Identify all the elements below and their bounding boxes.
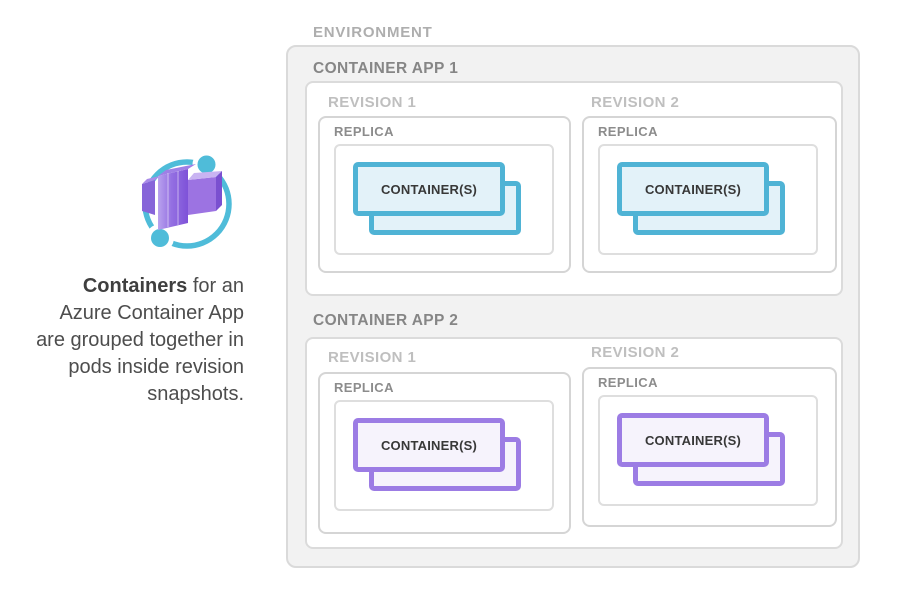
app2-revision-2-containers-label: CONTAINER(S)	[644, 432, 742, 448]
app2-revision-2-label: REVISION 2	[591, 344, 680, 361]
caption-line-2: Azure Container App	[59, 302, 244, 324]
app1-revision-2-container-card: CONTAINER(S)	[617, 162, 769, 216]
container-app-1-label: CONTAINER APP 1	[313, 60, 459, 77]
caption-text: Containers for an Azure Container App ar…	[8, 273, 244, 408]
app2-revision-1-replica-label: REPLICA	[334, 380, 394, 395]
caption-bold-word: Containers	[82, 275, 188, 297]
app1-revision-1-label: REVISION 1	[328, 94, 417, 111]
app2-revision-2-box: REPLICA CONTAINER(S)	[582, 367, 837, 527]
app2-revision-1-containers-label: CONTAINER(S)	[380, 437, 478, 453]
app2-revision-2-replica-box: CONTAINER(S)	[598, 395, 818, 506]
app2-revision-1-label: REVISION 1	[328, 349, 417, 366]
app1-revision-1-replica-label: REPLICA	[334, 124, 394, 139]
app1-revision-2-replica-label: REPLICA	[598, 124, 658, 139]
app2-revision-1-replica-box: CONTAINER(S)	[334, 400, 554, 511]
app1-revision-2-box: REPLICA CONTAINER(S)	[582, 116, 837, 273]
app1-revision-2-replica-box: CONTAINER(S)	[598, 144, 818, 255]
container-app-2-box: REVISION 1 REPLICA CONTAINER(S) REVISION…	[305, 337, 843, 549]
app2-revision-1-box: REPLICA CONTAINER(S)	[318, 372, 571, 534]
container-app-2-label: CONTAINER APP 2	[313, 312, 459, 329]
app1-revision-1-containers-label: CONTAINER(S)	[380, 181, 478, 197]
app2-revision-2-replica-label: REPLICA	[598, 375, 658, 390]
caption-line-4: pods inside revision	[68, 356, 244, 378]
caption-line-5: snapshots.	[147, 383, 244, 405]
caption-line-1-rest: for an	[187, 275, 244, 297]
environment-box: CONTAINER APP 1 REVISION 1 REPLICA CONTA…	[286, 45, 860, 568]
app1-revision-2-label: REVISION 2	[591, 94, 680, 111]
app2-revision-2-container-card: CONTAINER(S)	[617, 413, 769, 467]
app1-revision-1-container-card: CONTAINER(S)	[353, 162, 505, 216]
environment-label: ENVIRONMENT	[313, 24, 433, 41]
app1-revision-1-replica-box: CONTAINER(S)	[334, 144, 554, 255]
caption-line-1: Containers for an	[8, 273, 244, 300]
container-app-1-box: REVISION 1 REPLICA CONTAINER(S) REVISION…	[305, 81, 843, 296]
azure-container-apps-icon	[142, 151, 232, 252]
app1-revision-2-containers-label: CONTAINER(S)	[644, 181, 742, 197]
orbit-dot-top	[197, 155, 216, 174]
app1-revision-1-box: REPLICA CONTAINER(S)	[318, 116, 571, 273]
caption-line-3: are grouped together in	[36, 329, 244, 351]
app2-revision-1-container-card: CONTAINER(S)	[353, 418, 505, 472]
orbit-dot-bottom	[151, 229, 169, 247]
